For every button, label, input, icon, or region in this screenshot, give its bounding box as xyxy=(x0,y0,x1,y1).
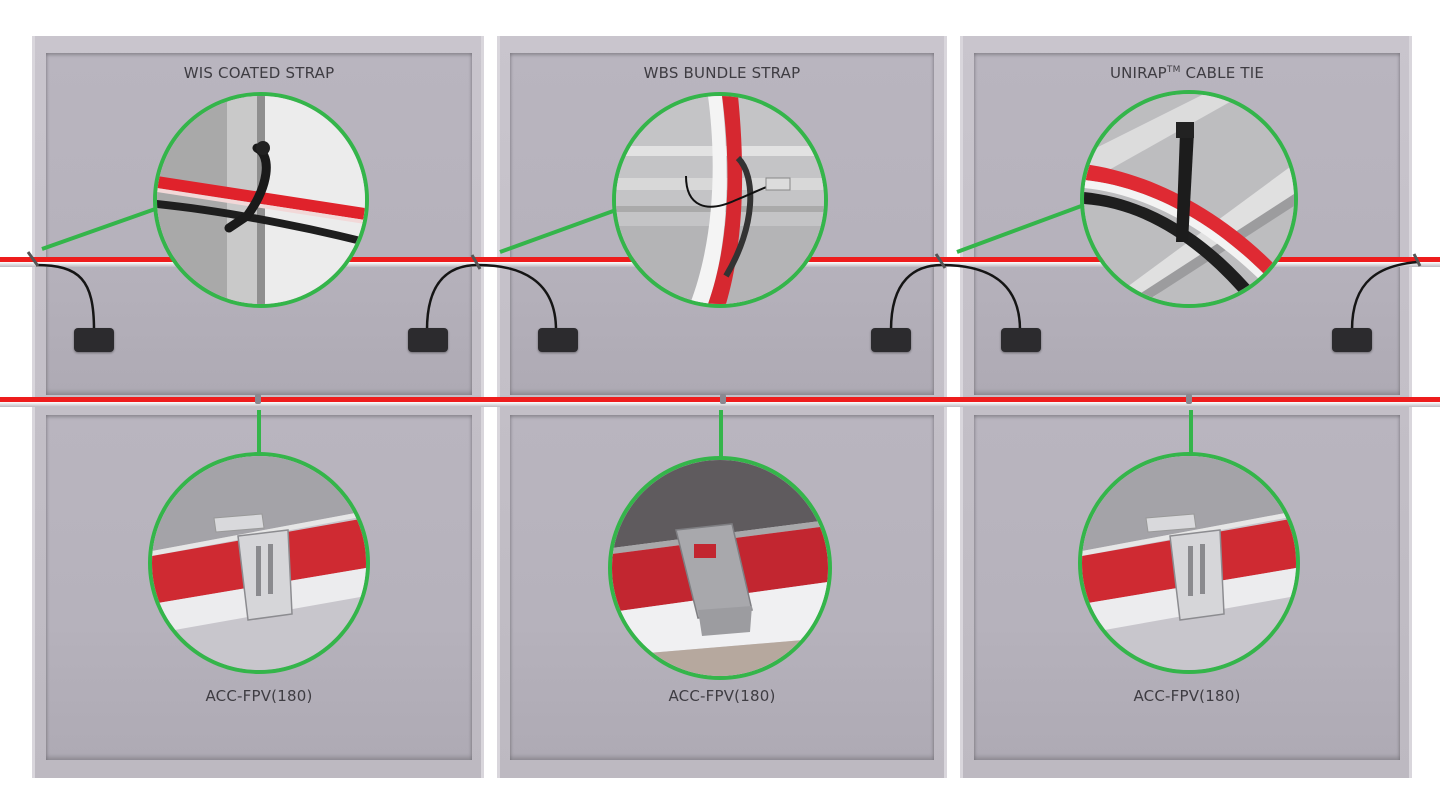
panel-1-bottom-label: ACC-FPV(180) xyxy=(205,687,313,705)
junction-box xyxy=(1332,328,1372,352)
clip-callout-2 xyxy=(608,456,832,680)
panel-3-top-label: UNIRAPTM CABLE TIE xyxy=(974,64,1400,82)
junction-box xyxy=(408,328,448,352)
junction-box xyxy=(538,328,578,352)
panel-2-top-label: WBS BUNDLE STRAP xyxy=(643,64,801,82)
junction-box xyxy=(1001,328,1041,352)
panel-3-top-label-suffix: CABLE TIE xyxy=(1180,64,1265,82)
cable-tie-callout xyxy=(1080,90,1298,308)
junction-box xyxy=(871,328,911,352)
trademark-mark: TM xyxy=(1166,65,1181,75)
clip-callout-3 xyxy=(1078,452,1300,674)
panel-1-top-label: WIS COATED STRAP xyxy=(183,64,335,82)
panel-2-bottom-label: ACC-FPV(180) xyxy=(668,687,776,705)
clip-callout-1 xyxy=(148,452,370,674)
junction-box xyxy=(74,328,114,352)
coated-strap-callout xyxy=(153,92,369,308)
bundle-strap-callout xyxy=(612,92,828,308)
panel-3-bottom-label: ACC-FPV(180) xyxy=(1133,687,1241,705)
panel-3-top-label-name: UNIRAP xyxy=(1109,64,1167,82)
